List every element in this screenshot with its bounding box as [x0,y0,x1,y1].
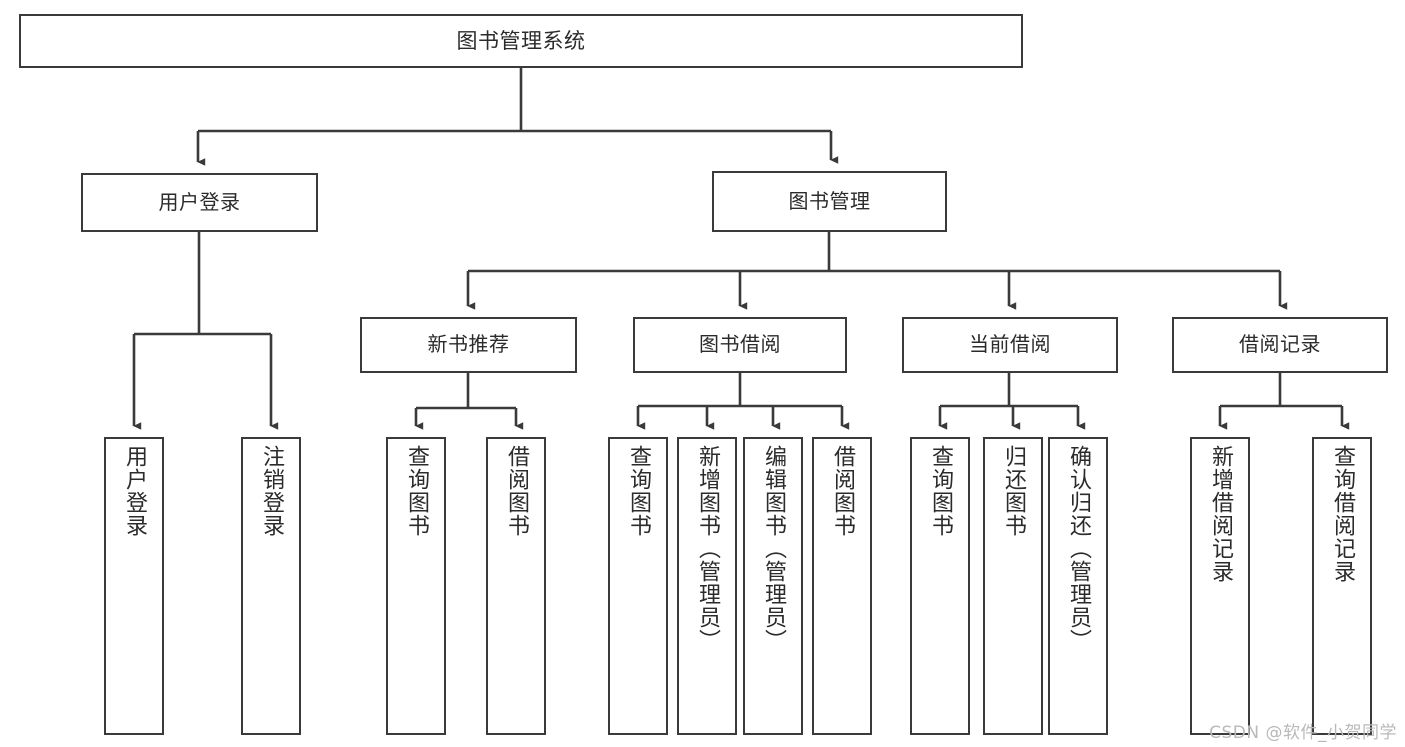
node-new-book-recommend[interactable]: 新书推荐 [360,317,577,373]
node-user-login[interactable]: 用户登录 [81,173,318,232]
node-new-book-recommend-label: 新书推荐 [427,332,510,357]
node-leaf-return-book-label: 归还图书 [1001,445,1026,537]
node-book-management-label: 图书管理 [788,188,871,213]
node-leaf-query-record-label: 查询借阅记录 [1330,445,1355,583]
node-leaf-user-login[interactable]: 用户登录 [104,437,164,735]
node-leaf-query-book-borrow-label: 查询图书 [626,445,651,537]
node-leaf-user-login-label: 用户登录 [122,445,147,537]
node-current-borrow[interactable]: 当前借阅 [902,317,1118,373]
node-leaf-query-book-new[interactable]: 查询图书 [386,437,446,735]
node-root[interactable]: 图书管理系统 [19,14,1023,68]
node-current-borrow-label: 当前借阅 [969,332,1051,357]
node-leaf-logout[interactable]: 注销登录 [241,437,301,735]
node-book-management[interactable]: 图书管理 [712,171,947,232]
node-leaf-query-book-cur-label: 查询图书 [928,445,953,537]
node-leaf-query-book-borrow[interactable]: 查询图书 [608,437,668,735]
node-leaf-add-record[interactable]: 新增借阅记录 [1190,437,1250,735]
node-leaf-confirm-return[interactable]: 确认归还（管理员） [1048,437,1108,735]
node-leaf-query-book-cur[interactable]: 查询图书 [910,437,970,735]
node-book-borrow-label: 图书借阅 [699,332,781,357]
node-book-borrow[interactable]: 图书借阅 [633,317,847,373]
node-leaf-logout-label: 注销登录 [259,445,284,537]
node-leaf-borrow-book-label: 借阅图书 [830,445,855,537]
node-leaf-borrow-book-new[interactable]: 借阅图书 [486,437,546,735]
node-root-label: 图书管理系统 [456,28,586,53]
node-leaf-add-record-label: 新增借阅记录 [1208,445,1233,583]
node-leaf-return-book[interactable]: 归还图书 [983,437,1043,735]
node-leaf-edit-book-label: 编辑图书（管理员） [761,445,786,652]
node-leaf-confirm-return-label: 确认归还（管理员） [1066,445,1091,652]
node-leaf-query-book-new-label: 查询图书 [404,445,429,537]
watermark-text: CSDN @软件_小贺同学 [1209,723,1397,743]
node-leaf-borrow-book[interactable]: 借阅图书 [812,437,872,735]
node-user-login-label: 用户登录 [158,189,241,214]
node-borrow-record-label: 借阅记录 [1239,332,1321,357]
node-leaf-add-book[interactable]: 新增图书（管理员） [677,437,737,735]
node-leaf-query-record[interactable]: 查询借阅记录 [1312,437,1372,735]
node-leaf-borrow-book-new-label: 借阅图书 [504,445,529,537]
node-borrow-record[interactable]: 借阅记录 [1172,317,1388,373]
node-leaf-edit-book[interactable]: 编辑图书（管理员） [743,437,803,735]
node-leaf-add-book-label: 新增图书（管理员） [695,445,720,652]
